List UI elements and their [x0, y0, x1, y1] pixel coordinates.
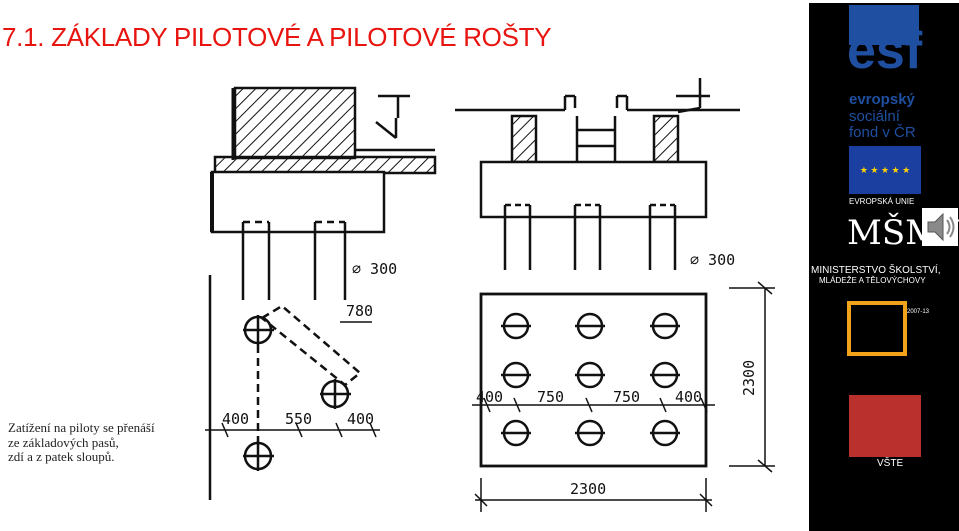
caption-line-3: zdí a z patek sloupů.: [8, 449, 115, 464]
speaker-icon[interactable]: [922, 208, 958, 246]
diagonal-spacing-label: 780: [346, 302, 373, 320]
right-height-label: 2300: [740, 360, 758, 396]
esf-line-2: sociální: [849, 108, 900, 125]
left-dim-400a: 400: [222, 410, 249, 428]
msmt-line-1: MINISTERSTVO ŠKOLSTVÍ,: [811, 265, 941, 276]
right-dim-400a: 400: [476, 388, 503, 406]
logo-sidebar: esf evropský sociální fond v ČR ★ ★ ★ ★ …: [809, 3, 959, 531]
pile-foundation-drawing: ⌀ 300 ⌀ 300 780 400 550 400 400 750 750 …: [205, 78, 775, 512]
caption-line-2: ze základových pasů,: [8, 434, 119, 450]
vste-logo-icon: [849, 395, 921, 457]
left-diameter-label: ⌀ 300: [352, 260, 397, 278]
left-wall-section: [210, 86, 437, 300]
op-years: 2007-13: [907, 309, 930, 315]
vste-label: VŠTE: [877, 458, 904, 469]
left-dim-400b: 400: [347, 410, 374, 428]
left-pile-plan: [205, 275, 380, 500]
esf-line-3: fond v ČR: [849, 124, 916, 141]
slide-title: 7.1. ZÁKLADY PILOTOVÉ A PILOTOVÉ ROŠTY: [2, 22, 552, 52]
right-column-section: [455, 78, 740, 270]
right-pile-plan: [472, 281, 775, 512]
caption: Zatížení na piloty se přenáší ze základo…: [8, 420, 155, 465]
caption-line-1: Zatížení na piloty se přenáší: [8, 420, 155, 435]
eu-flag-icon: ★ ★ ★ ★ ★: [849, 146, 921, 194]
eu-label: EVROPSKÁ UNIE: [849, 197, 915, 206]
right-dim-750b: 750: [613, 388, 640, 406]
esf-line-1: evropský: [849, 91, 915, 108]
right-dim-400b: 400: [675, 388, 702, 406]
right-diameter-label: ⌀ 300: [690, 251, 735, 269]
op-logo-icon: [847, 301, 907, 356]
right-dim-750a: 750: [537, 388, 564, 406]
msmt-line-2: MLÁDEŽE A TĚLOVÝCHOVY: [819, 276, 926, 285]
esf-logo: esf: [847, 22, 923, 80]
left-dim-550: 550: [285, 410, 312, 428]
esf-stars-icon: [849, 5, 919, 45]
right-width-label: 2300: [570, 480, 606, 498]
